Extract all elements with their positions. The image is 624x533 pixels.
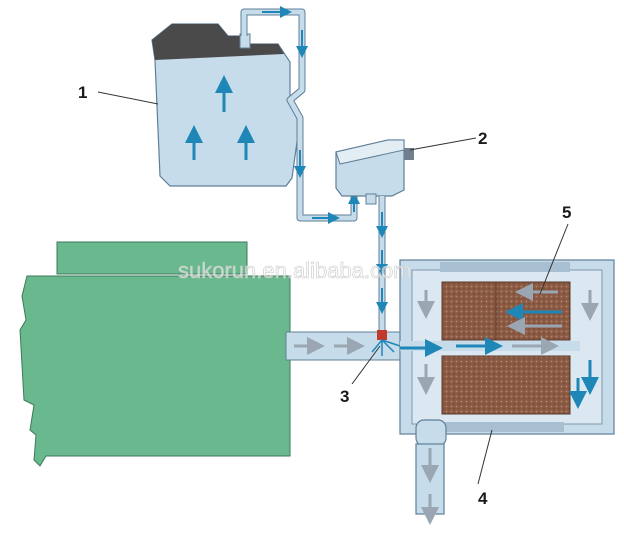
catalyst-element	[441, 355, 571, 415]
injector-nozzle	[371, 330, 401, 356]
callout-5: 5	[562, 203, 571, 222]
engine-block	[19, 241, 291, 467]
supply-line	[240, 6, 360, 224]
reductant-tank	[151, 23, 301, 187]
callout-2: 2	[478, 129, 487, 148]
leader-lines	[97, 91, 569, 485]
outlet-pipe	[415, 419, 447, 525]
catalyst-housing	[399, 259, 615, 435]
callout-3: 3	[340, 387, 349, 406]
dosing-pump	[335, 139, 414, 205]
watermark: sukorun.en.alibaba.com	[178, 258, 412, 283]
callout-4: 4	[478, 489, 488, 508]
callout-1: 1	[78, 83, 87, 102]
exhaust-pipe	[285, 331, 417, 361]
